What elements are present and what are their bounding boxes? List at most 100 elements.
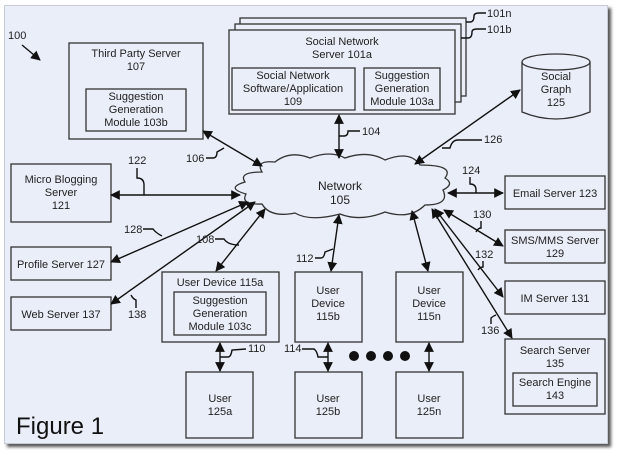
leader-132: [477, 261, 484, 271]
svg-text:Module 103a: Module 103a: [370, 96, 434, 108]
ref-101n: 101n: [487, 8, 511, 20]
svg-text:Search Engine: Search Engine: [519, 377, 591, 389]
user-125n: User 125n: [395, 371, 464, 439]
svg-text:125b: 125b: [316, 406, 340, 418]
leader-128: [143, 228, 163, 237]
ref-128: 128: [124, 224, 142, 236]
social-network-server: Social Network Server 101a Social Networ…: [228, 17, 467, 115]
link-106: [202, 130, 263, 167]
svg-text:Email Server 123: Email Server 123: [513, 188, 597, 200]
user-125a: User 125a: [185, 371, 254, 439]
suggestion-module-103c: Suggestion Generation Module 103c: [173, 291, 267, 336]
svg-text:Profile Server 127: Profile Server 127: [17, 259, 105, 271]
ref-100-arrow: [21, 44, 41, 61]
link-115n: [409, 210, 431, 272]
svg-text:109: 109: [284, 96, 302, 108]
svg-text:Server 101a: Server 101a: [312, 49, 373, 61]
svg-text:125a: 125a: [208, 406, 233, 418]
svg-text:Module 103c: Module 103c: [189, 321, 252, 333]
svg-text:Suggestion: Suggestion: [108, 91, 163, 103]
profile-server: Profile Server 127: [10, 246, 112, 281]
svg-text:User: User: [316, 393, 340, 405]
svg-text:IM Server 131: IM Server 131: [520, 293, 589, 305]
svg-text:SMS/MMS Server: SMS/MMS Server: [511, 235, 599, 247]
social-graph-database: Social Graph 125: [521, 53, 591, 120]
ref-114: 114: [284, 343, 302, 355]
leader-126: [442, 139, 482, 149]
svg-text:Search Server: Search Server: [520, 345, 591, 357]
ref-104: 104: [362, 126, 380, 138]
leader-110: [220, 348, 247, 358]
svg-text:Third Party Server: Third Party Server: [91, 48, 181, 60]
svg-text:115n: 115n: [417, 311, 441, 323]
social-network-software: Social Network Software/Application 109: [231, 67, 356, 111]
figure-label: Figure 1: [16, 413, 104, 440]
ref-100: 100: [8, 30, 26, 42]
svg-text:Generation: Generation: [375, 83, 429, 95]
leader-136: [490, 314, 497, 324]
network-cloud: Network 105: [234, 153, 451, 219]
user-device-115n: User Device 115n: [395, 271, 464, 343]
svg-text:Device: Device: [412, 298, 446, 310]
ref-124: 124: [462, 165, 480, 177]
svg-text:Device: Device: [311, 298, 345, 310]
svg-text:Social Network: Social Network: [305, 36, 379, 48]
im-server: IM Server 131: [504, 280, 606, 315]
leader-101n: [466, 12, 486, 23]
svg-text:143: 143: [546, 390, 564, 402]
ref-136: 136: [481, 325, 499, 337]
svg-text:107: 107: [127, 61, 145, 73]
svg-text:Software/Application: Software/Application: [243, 83, 343, 95]
svg-text:105: 105: [330, 193, 350, 207]
leader-106: [206, 147, 225, 159]
svg-text:121: 121: [52, 200, 70, 212]
link-136: [431, 208, 513, 339]
leader-122: [136, 168, 145, 195]
svg-text:Graph: Graph: [541, 84, 572, 96]
svg-text:115b: 115b: [316, 311, 340, 323]
leader-138: [130, 294, 137, 308]
svg-text:Web Server 137: Web Server 137: [21, 309, 100, 321]
email-server: Email Server 123: [504, 175, 606, 210]
search-server: Search Server 135 Search Engine 143: [504, 338, 606, 415]
leader-124: [469, 177, 477, 193]
micro-blogging-server: Micro Blogging Server 121: [10, 163, 112, 223]
svg-text:125: 125: [547, 97, 565, 109]
user-device-115a: User Device 115a Suggestion Generation M…: [161, 271, 280, 343]
user-125b: User 125b: [294, 371, 363, 439]
svg-text:User Device 115a: User Device 115a: [177, 277, 264, 289]
ref-122: 122: [128, 155, 146, 167]
ellipsis-dots: [349, 351, 410, 361]
svg-text:125n: 125n: [417, 406, 441, 418]
svg-text:Module 103b: Module 103b: [104, 117, 168, 129]
leader-130: [475, 221, 482, 233]
leader-104: [339, 130, 360, 137]
ref-130: 130: [473, 209, 491, 221]
svg-text:Suggestion: Suggestion: [192, 295, 247, 307]
leader-114: [302, 348, 328, 358]
search-engine: Search Engine 143: [512, 372, 598, 407]
ref-126: 126: [484, 134, 502, 146]
svg-text:129: 129: [546, 248, 564, 260]
ref-132: 132: [475, 249, 493, 261]
svg-text:Generation: Generation: [109, 104, 163, 116]
suggestion-module-103a: Suggestion Generation Module 103a: [363, 67, 441, 111]
web-server: Web Server 137: [10, 296, 112, 331]
link-126: [414, 89, 521, 165]
ref-110: 110: [248, 343, 266, 355]
svg-text:Micro Blogging: Micro Blogging: [25, 174, 98, 186]
svg-text:Generation: Generation: [193, 308, 247, 320]
link-108: [215, 208, 266, 272]
user-device-115b: User Device 115b: [294, 271, 363, 343]
sms-mms-server: SMS/MMS Server 129: [504, 229, 606, 264]
leader-108: [215, 238, 240, 246]
svg-text:Network: Network: [318, 179, 363, 193]
ref-101b: 101b: [487, 24, 511, 36]
leader-101b: [461, 28, 486, 39]
ref-112: 112: [296, 253, 314, 265]
svg-text:User: User: [417, 285, 441, 297]
third-party-server: Third Party Server 107 Suggestion Genera…: [68, 42, 204, 140]
link-112: [327, 214, 343, 272]
leader-112: [315, 248, 334, 259]
